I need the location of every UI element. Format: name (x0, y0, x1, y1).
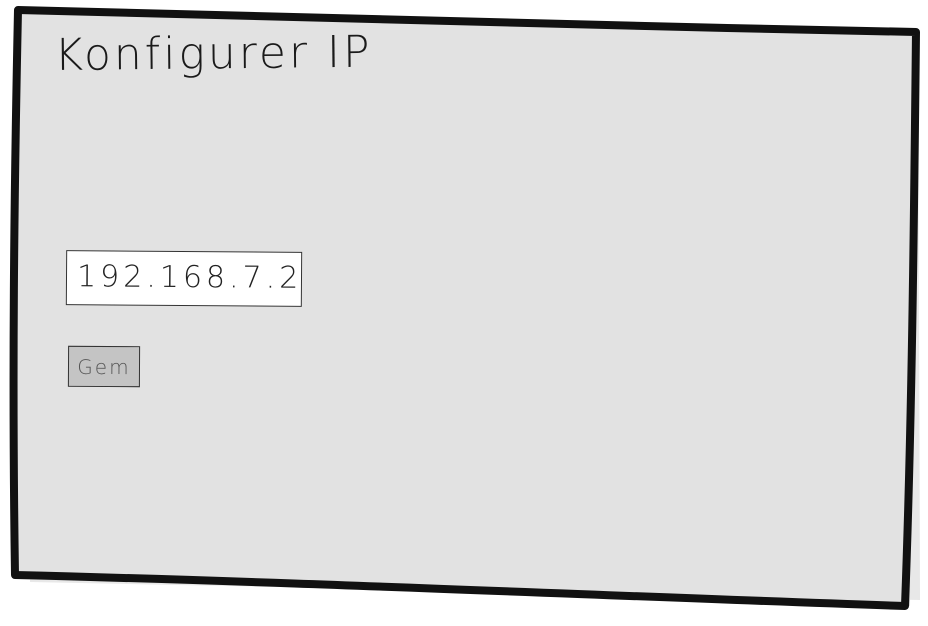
window-title: Konfigurer IP (54, 26, 373, 81)
window-panel (15, 10, 916, 606)
save-button-label: Gem (77, 354, 131, 379)
save-button[interactable]: Gem (67, 345, 141, 388)
ip-address-value: 192.168.7.2 (76, 259, 303, 296)
ip-address-input[interactable]: 192.168.7.2 (65, 250, 303, 307)
